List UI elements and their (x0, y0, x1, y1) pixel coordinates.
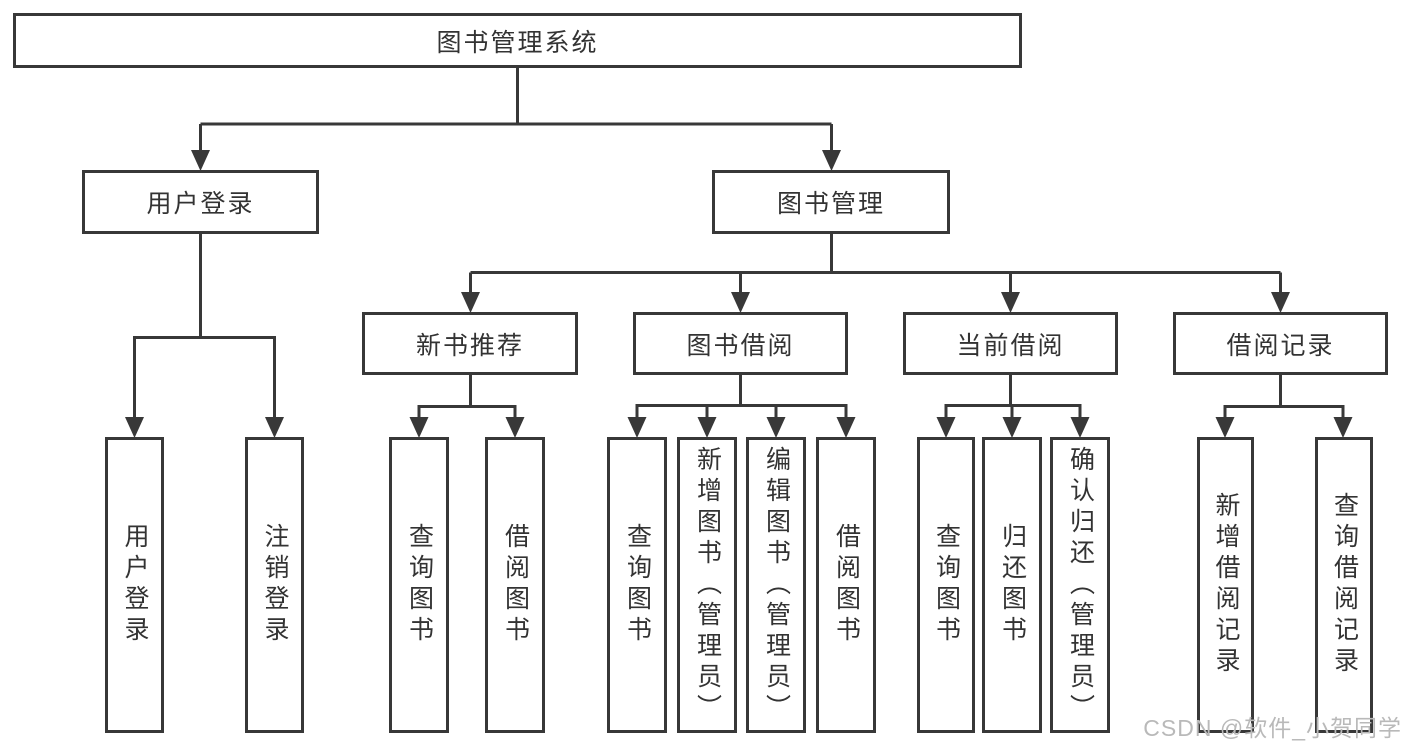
leaf-add-book-admin: 新增图书（管理员） (677, 437, 737, 733)
node-label: 查询图书 (623, 523, 652, 647)
node-user-login: 用户登录 (82, 170, 319, 234)
node-label: 查询图书 (405, 523, 434, 647)
leaf-user-login: 用户登录 (105, 437, 164, 733)
leaf-confirm-return-admin: 确认归还（管理员） (1050, 437, 1110, 733)
node-label: 用户登录 (146, 190, 255, 218)
leaf-edit-book-admin: 编辑图书（管理员） (746, 437, 806, 733)
leaf-return-book: 归还图书 (982, 437, 1042, 733)
node-label: 查询借阅记录 (1330, 492, 1359, 678)
node-label: 注销登录 (261, 523, 289, 647)
node-label: 归还图书 (998, 523, 1027, 647)
node-label: 图书管理 (776, 190, 885, 218)
leaf-borrow-books-recommend: 借阅图书 (485, 437, 545, 733)
node-borrowing-records: 借阅记录 (1173, 312, 1388, 375)
leaf-query-borrow-record: 查询借阅记录 (1315, 437, 1373, 733)
node-book-management: 图书管理 (712, 170, 950, 234)
node-label: 借阅图书 (832, 523, 861, 647)
leaf-add-borrow-record: 新增借阅记录 (1197, 437, 1254, 733)
node-label: 新书推荐 (415, 331, 524, 360)
node-label: 借阅图书 (501, 523, 530, 647)
leaf-query-books-borrowing: 查询图书 (607, 437, 667, 733)
node-label: 当前借阅 (956, 331, 1065, 360)
node-current-borrowing: 当前借阅 (903, 312, 1118, 375)
node-label: 用户登录 (121, 523, 149, 647)
leaf-borrow-books-borrowing: 借阅图书 (816, 437, 876, 733)
node-new-book-recommendation: 新书推荐 (362, 312, 578, 375)
node-library-management-system: 图书管理系统 (13, 13, 1022, 68)
node-label: 借阅记录 (1226, 331, 1335, 360)
node-label: 新增借阅记录 (1212, 492, 1240, 678)
node-label: 编辑图书（管理员） (762, 445, 791, 725)
node-label: 确认归还（管理员） (1066, 445, 1095, 725)
node-label: 查询图书 (932, 523, 961, 647)
leaf-logout: 注销登录 (245, 437, 304, 733)
node-label: 新增图书（管理员） (693, 445, 722, 725)
leaf-query-books-current: 查询图书 (917, 437, 975, 733)
node-label: 图书管理系统 (436, 28, 599, 57)
leaf-query-books-recommend: 查询图书 (389, 437, 449, 733)
csdn-watermark: CSDN @软件_小贺同学 (1143, 715, 1402, 741)
node-label: 图书借阅 (686, 331, 795, 360)
node-book-borrowing: 图书借阅 (633, 312, 848, 375)
